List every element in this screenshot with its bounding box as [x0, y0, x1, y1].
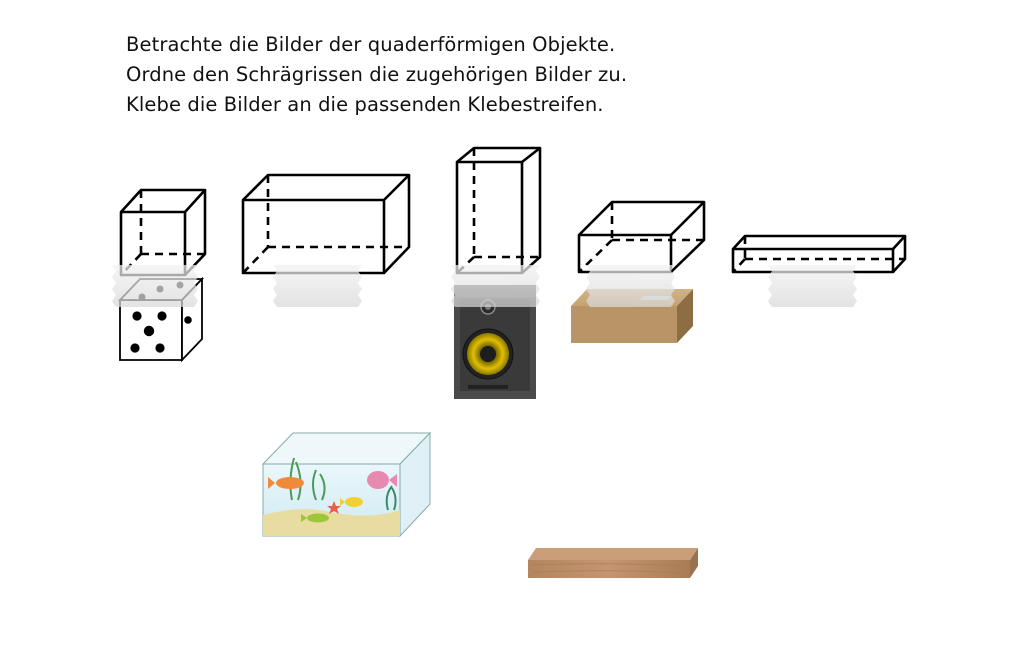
aquarium-image[interactable] — [261, 431, 432, 538]
adhesive-tape-1[interactable] — [112, 265, 198, 307]
instruction-line-1: Betrachte die Bilder der quaderförmigen … — [126, 33, 616, 56]
wooden-plank-image[interactable] — [528, 548, 698, 578]
adhesive-tape-2[interactable] — [273, 265, 362, 307]
adhesive-tape-5[interactable] — [768, 265, 857, 307]
instruction-line-3: Klebe die Bilder an die passenden Klebes… — [126, 93, 604, 116]
cuboid-sketch-tall — [455, 146, 542, 275]
cuboid-sketch-medium — [577, 200, 706, 274]
cuboid-sketch-wide — [241, 173, 411, 275]
instructions: Betrachte die Bilder der quaderförmigen … — [126, 30, 627, 120]
adhesive-tape-4[interactable] — [586, 265, 675, 307]
instruction-line-2: Ordne den Schrägrissen die zugehörigen B… — [126, 63, 628, 86]
cuboid-sketch-cube — [119, 188, 207, 277]
adhesive-tape-3[interactable] — [451, 265, 540, 307]
